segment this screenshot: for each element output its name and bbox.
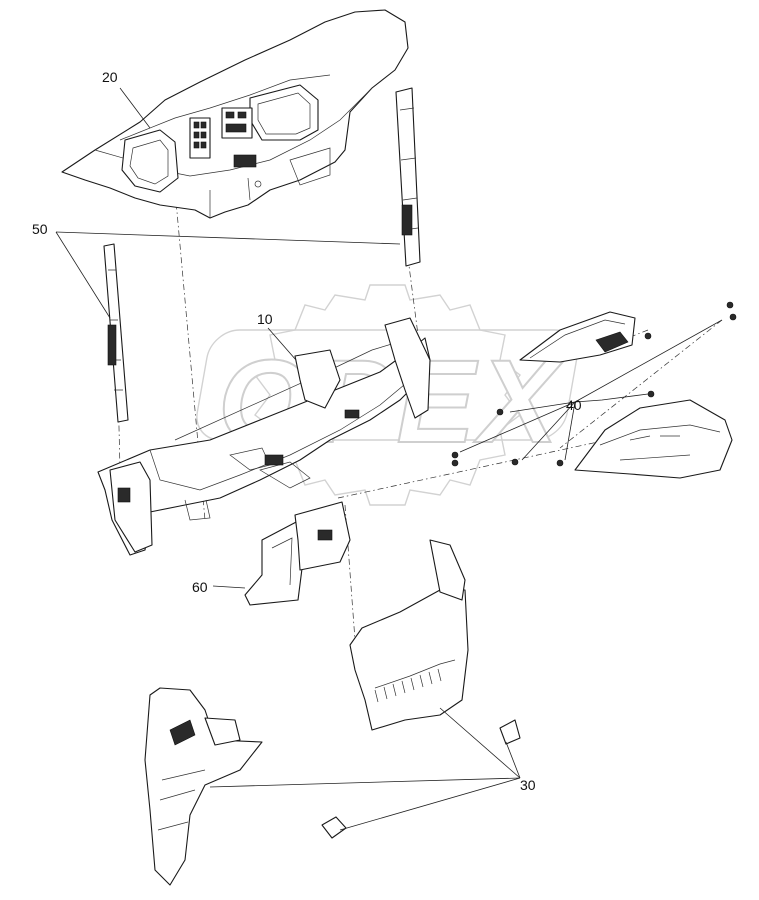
fastener	[451, 451, 459, 459]
fastener	[556, 459, 564, 467]
part-60-knee-panels	[244, 501, 351, 606]
fastener	[647, 390, 655, 398]
fastener	[496, 408, 504, 416]
fastener	[729, 313, 737, 321]
callout-40: 40	[566, 397, 582, 413]
callout-20: 20	[102, 69, 118, 85]
beam-mount-left	[109, 461, 153, 553]
part-30-clips	[321, 719, 521, 839]
part-center-console-lower	[349, 539, 469, 731]
fastener	[511, 458, 519, 466]
callout-50: 50	[32, 221, 48, 237]
radio-unit	[221, 107, 253, 139]
part-10-cross-beam	[97, 317, 431, 556]
part-50-trim-strip-right	[395, 87, 421, 267]
watermark-gear-icon	[254, 284, 521, 506]
callout-labels: 20 50 10 40 60 30	[32, 69, 582, 793]
steering-column-bracket	[294, 349, 341, 409]
part-30-lower-side-panel	[144, 687, 263, 886]
fastener	[644, 332, 652, 340]
switch-bank-left	[189, 117, 211, 159]
beam-mount-right	[384, 317, 431, 419]
callout-10: 10	[257, 311, 273, 327]
part-40-glovebox	[451, 301, 737, 479]
part-50-trim-strip-left	[103, 243, 129, 423]
fastener	[726, 301, 734, 309]
vent-grille	[169, 719, 196, 746]
glovebox-bin	[574, 399, 733, 479]
part-20-instrument-panel-cover	[61, 9, 409, 219]
leader-lines	[55, 87, 723, 831]
fastener	[451, 459, 459, 467]
callout-30: 30	[520, 777, 536, 793]
callout-60: 60	[192, 579, 208, 595]
vent-center	[233, 154, 257, 168]
